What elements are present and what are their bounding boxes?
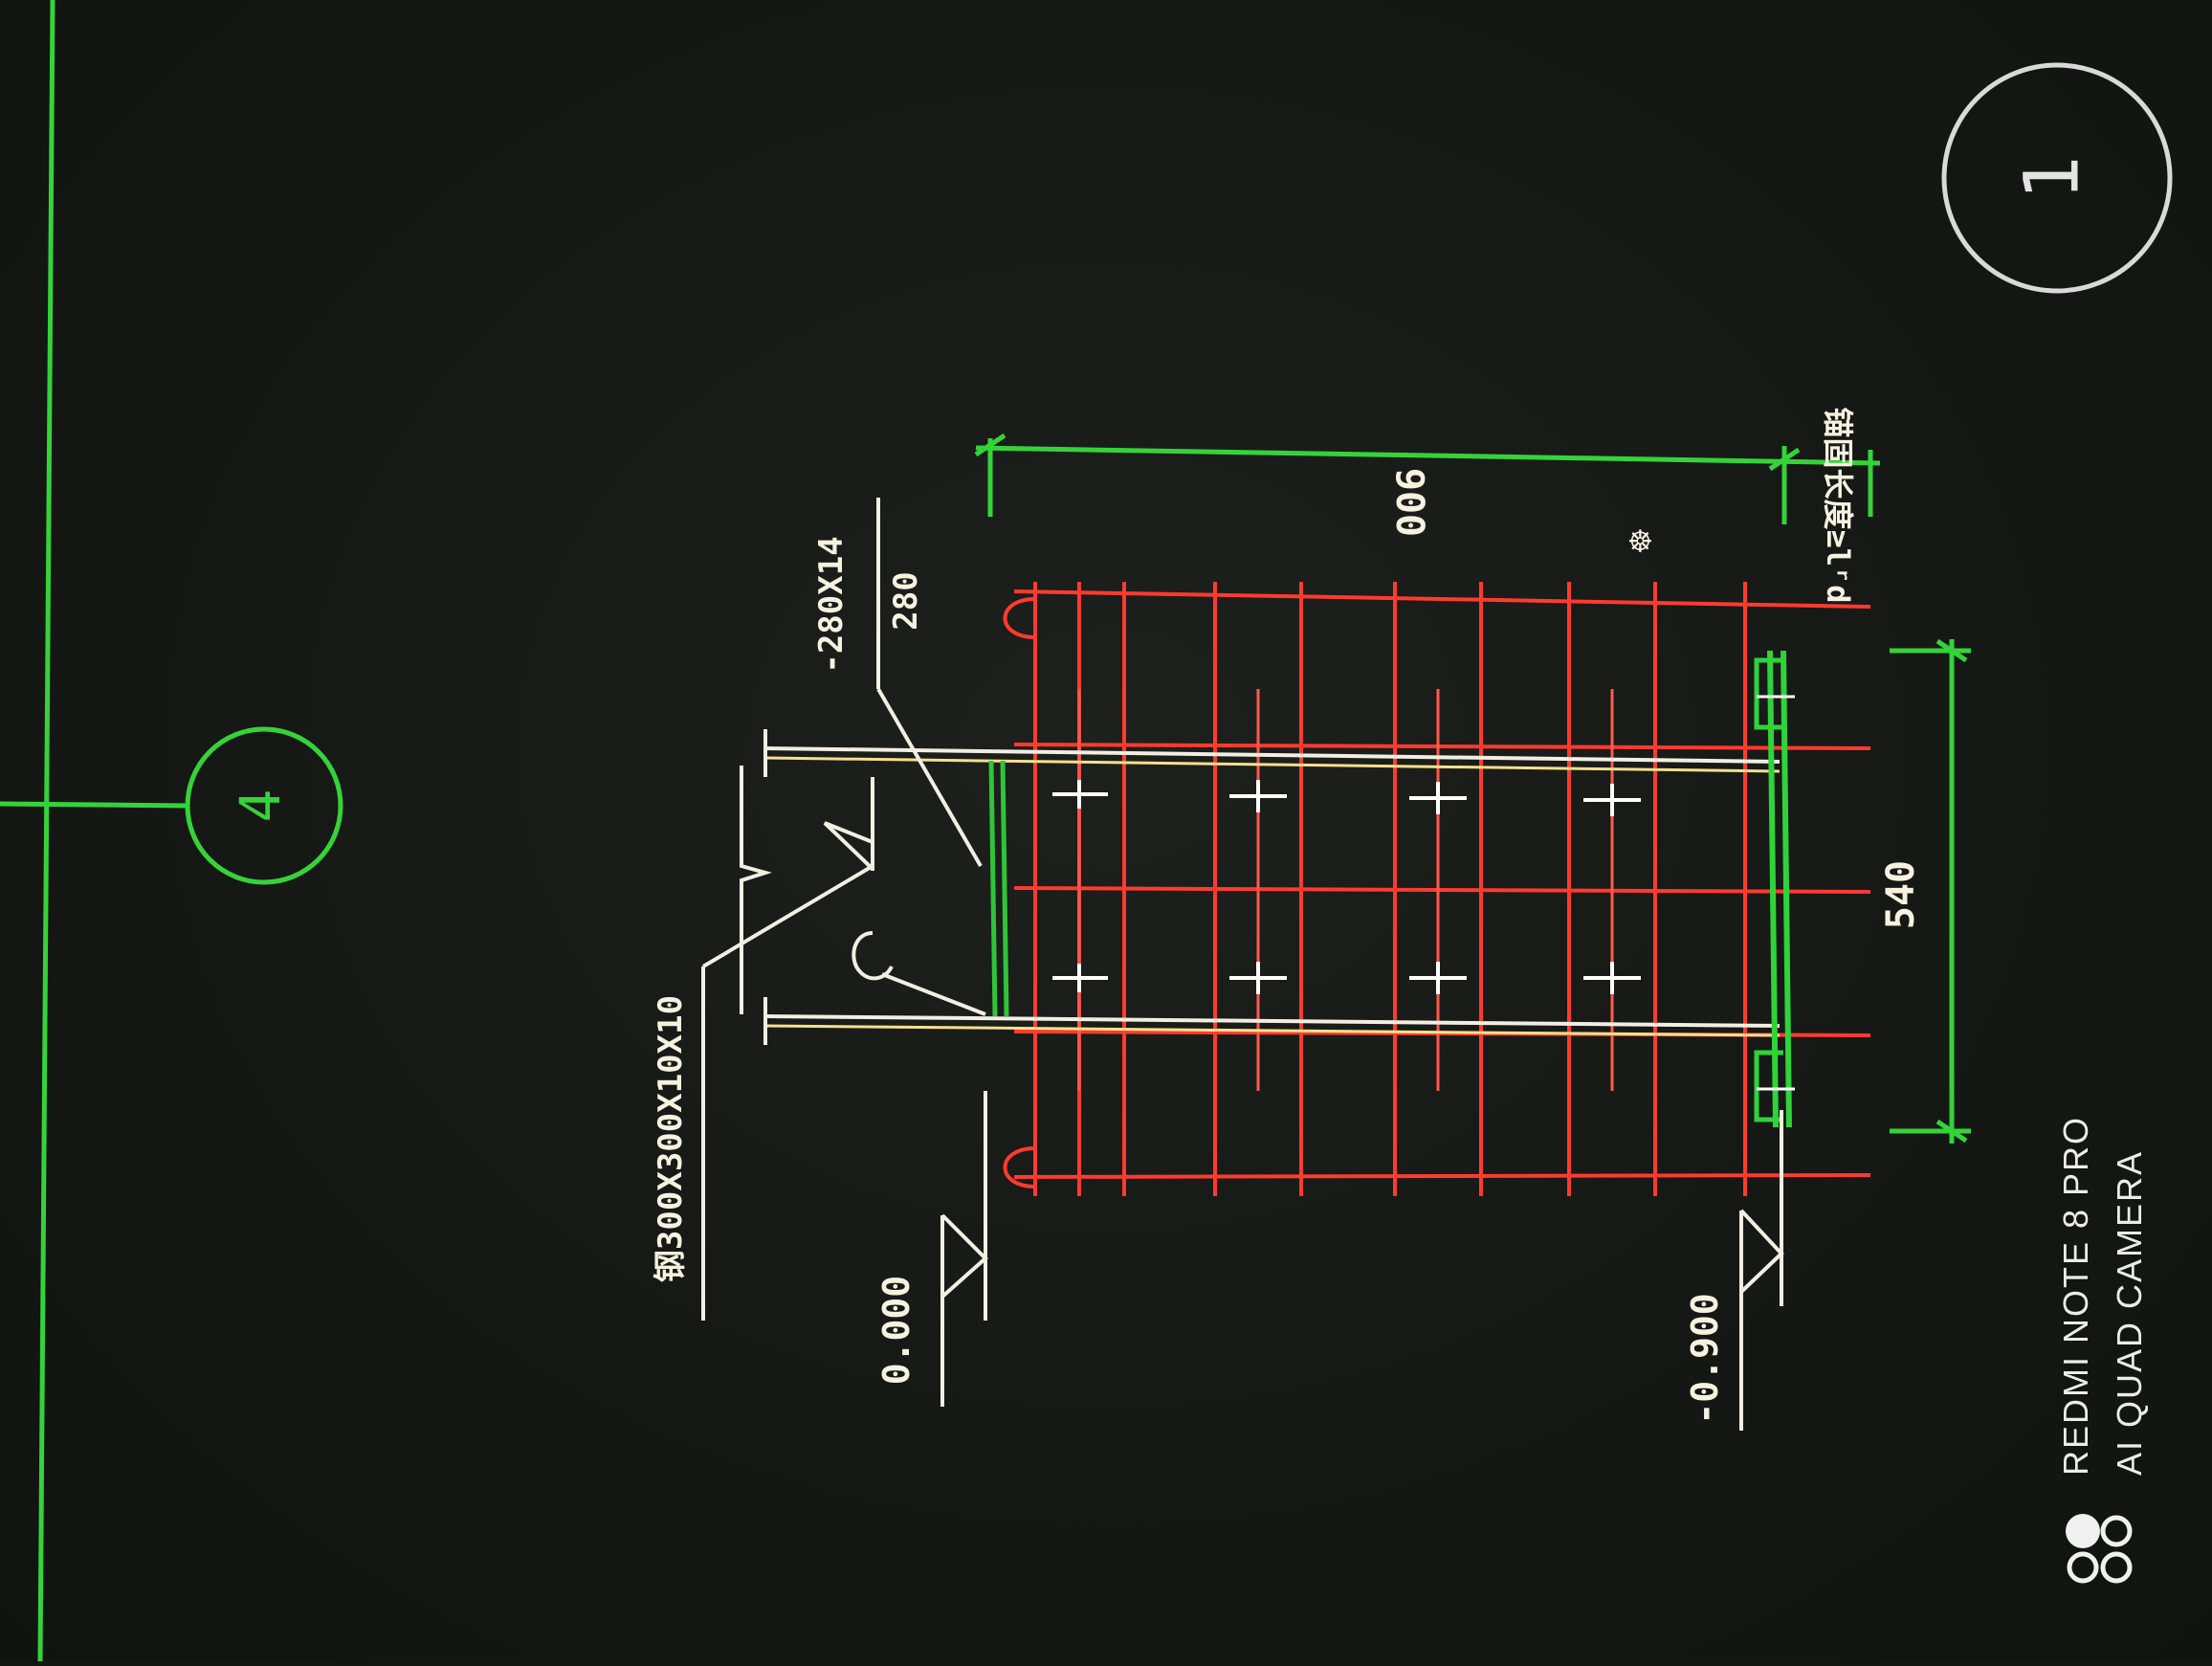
watermark-line-1: REDMI NOTE 8 PRO [2056,1116,2095,1476]
camera-watermark: REDMI NOTE 8 PRO AI QUAD CAMERA [2056,1116,2149,1584]
base-plate [1754,650,1795,1128]
column-flange-bottom-inner [764,1024,1781,1037]
column-flange-top-outer [764,746,1781,764]
section-marker: 1 [1941,62,2173,294]
rebar-cage [1003,582,1871,1196]
rebar-horizontal [1013,886,1871,894]
section-member-label: 钢300X300X10X10 [652,995,690,1282]
rebar-hook-bottom [1003,1146,1036,1188]
top-plate-left [988,760,998,1017]
column-flange-bottom-outer [764,1014,1781,1028]
section-marker-label: 1 [2009,156,2095,201]
dimension-900 [974,433,1881,524]
watermark-line-2: AI QUAD CAMERA [2110,1150,2149,1476]
horizontal-grid-line [0,801,188,809]
elevation-bottom-label: -0.900 [1684,1293,1726,1424]
dim-900-label: 900 [1387,468,1431,537]
axis-lines: 4 [0,0,343,1662]
anchorage-length-label: 锚固长度≥lʳd [1820,407,1856,603]
anchor-bolt [1052,689,1108,1091]
plate-width-label: 280 [887,571,925,630]
steel-column [740,729,1781,1045]
rebar-horizontal [1013,1173,1871,1179]
break-line [740,766,772,1014]
weld-symbol [701,777,986,1016]
camera-logo-icon [2066,1514,2133,1584]
dim-540-label: 540 [1879,860,1923,929]
dimension-540 [1890,638,1971,1144]
section-marker-circle [1941,62,2173,294]
elevation-mark-bottom [1739,1110,1784,1431]
rebar-horizontal [1013,589,1871,609]
weld-note-glyph: ☸ [1617,528,1661,553]
top-plate-right [1000,760,1009,1017]
rebar-hook-top [1003,597,1036,639]
elevation-mark-top [940,1091,988,1407]
rebar-horizontal [1013,743,1871,750]
elevation-top-label: 0.000 [875,1276,918,1385]
column-flange-top-inner [764,756,1781,773]
grid-bubble-label: 4 [228,789,293,823]
plate-label: -280X14 [812,536,851,673]
vertical-grid-line [37,0,55,1662]
grid-bubble [185,726,343,885]
plate-leader [876,498,983,868]
